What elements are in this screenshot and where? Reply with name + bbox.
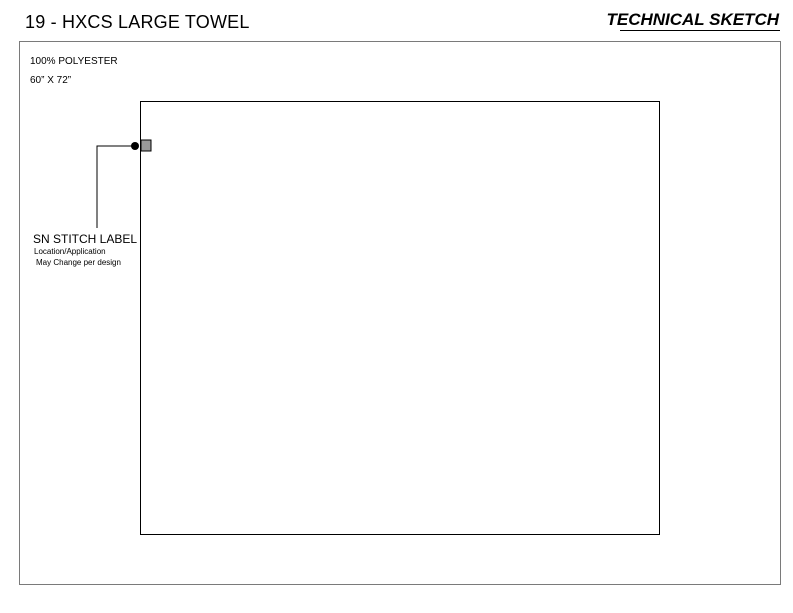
page-title: 19 - HXCS LARGE TOWEL xyxy=(25,12,250,32)
callout-note-line: May Change per design xyxy=(36,258,121,267)
heading-underline xyxy=(620,30,780,31)
towel-outline xyxy=(140,101,660,535)
callout-title: SN STITCH LABEL xyxy=(33,232,138,246)
material-spec: 100% POLYESTER xyxy=(30,56,118,67)
sheet-frame xyxy=(19,41,781,585)
size-spec: 60” X 72” xyxy=(30,75,72,86)
callout-note-line: Location/Application xyxy=(34,247,106,256)
document-type-heading: TECHNICAL SKETCH xyxy=(606,10,779,29)
